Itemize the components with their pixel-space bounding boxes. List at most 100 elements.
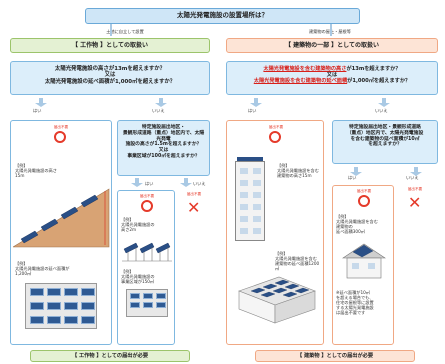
right-arrow-yes bbox=[250, 98, 262, 107]
right-result-c-x-icon: ✕ bbox=[408, 193, 422, 212]
right-b-ex1-line3: 延べ面積300㎡ bbox=[336, 229, 365, 234]
left-b-ex1-tag: 【例】 bbox=[121, 217, 134, 222]
tall-building-illustration bbox=[235, 161, 265, 241]
right-heading: 【 建築物の一部 】としての取扱い bbox=[226, 38, 438, 53]
right-q-line2: 又は bbox=[326, 72, 338, 79]
left-footer-text: 【 工作物 】としての届出が必要 bbox=[71, 353, 149, 359]
left-branch-caption: 土地に自立して設置 bbox=[106, 29, 144, 34]
right-q2-line1: 特定施設届出地区・景観形成道路 bbox=[349, 125, 421, 130]
wide-building-illustration bbox=[238, 276, 316, 324]
right-heading-text: 【 建築物の一部 】としての取扱い bbox=[285, 42, 379, 49]
left-b-ex1-line1: 太陽光発電施設の bbox=[121, 222, 155, 227]
right-q-line1: 太陽光発電施設を含む建築物の高さ bbox=[263, 66, 347, 72]
right-b-note5: は届出不要です bbox=[336, 310, 366, 315]
left-result-a-badge: 届出不要 bbox=[53, 125, 69, 129]
left-label-yes: はい bbox=[33, 108, 42, 113]
right-b-note4: する太陽光発電施設 bbox=[336, 305, 374, 310]
left-result-a-circle-icon bbox=[54, 131, 66, 143]
left-b-ex2-line2: 事業区域が150㎡ bbox=[121, 279, 155, 284]
left-q2-line5: 事業区域が100㎡を超えますか？ bbox=[127, 153, 200, 159]
house-illustration bbox=[342, 243, 386, 279]
left-heading-text: 【 工作物 】としての取扱い bbox=[72, 42, 148, 49]
right-question2-box: 特定施設届出地区・景観形成道路 （重点）地区内で、太陽光発電施設 を含む建築物の… bbox=[332, 120, 438, 164]
left-question-box: 太陽光発電施設の高さが13mを超えますか？ 又は 太陽光発電施設の延べ面積が1,… bbox=[10, 61, 210, 95]
left-a-ex1-line1: 太陽光発電施設の高さ bbox=[15, 168, 57, 173]
right-result-b-badge: 届出不要 bbox=[356, 189, 372, 193]
right-footer-text: 【 建築物 】としての届出が必要 bbox=[296, 353, 374, 359]
left-q2-arrow-no bbox=[180, 178, 192, 187]
right-a-ex2-line1: 太陽光発電施設を含む bbox=[275, 256, 317, 261]
main-question-title: 太陽光発電施設の設置場所は？ bbox=[177, 11, 268, 19]
right-q2-arrow-yes bbox=[350, 167, 362, 176]
left-q2-line1: 特定施設届出地区・ bbox=[141, 125, 186, 130]
solar-array-illustration bbox=[25, 283, 97, 329]
right-b-note2: を超える場合でも、 bbox=[336, 295, 374, 300]
left-q-line1: 太陽光発電施設の高さが13mを超えますか？ bbox=[54, 66, 166, 72]
left-q2-line4: 又は bbox=[158, 148, 169, 153]
left-q-line3: 太陽光発電施設の延べ面積が1,000㎡を超えますか？ bbox=[44, 78, 176, 85]
right-q-row1: 太陽光発電施設を含む建築物の高さが13mを超えますか？ bbox=[227, 66, 437, 72]
right-result-a-badge: 届出不要 bbox=[268, 125, 284, 129]
left-result-c-badge: 届出不要 bbox=[186, 192, 202, 196]
right-result-b: 届出不要 【例】 太陽光発電施設を含む 建築物の 延べ面積300㎡ ※延べ面積が… bbox=[332, 185, 394, 345]
slope-panels-illustration bbox=[13, 188, 110, 248]
right-branch-caption: 建築物の屋上・屋根等 bbox=[290, 29, 370, 34]
left-label-no: いいえ bbox=[152, 108, 165, 113]
left-a-ex2-line1: 太陽光発電施設の延べ面積が bbox=[15, 266, 70, 271]
right-question-box: 太陽光発電施設を含む建築物の高さが13mを超えますか？ 又は 太陽光発電施設を含… bbox=[226, 61, 438, 95]
right-a-ex2-line2: 建築物の延べ面積1200㎡ bbox=[275, 261, 320, 272]
right-result-b-circle-icon bbox=[358, 195, 370, 207]
right-b-note3: 住宅の屋根等に設置 bbox=[336, 300, 374, 305]
right-q2-arrow-no bbox=[410, 167, 422, 176]
right-b-ex1-line2: 建築物の bbox=[336, 224, 353, 229]
left-arrow-no bbox=[155, 98, 167, 107]
left-b-ex2-tag: 【例】 bbox=[121, 269, 134, 274]
right-q2-line4: を超えますか？ bbox=[368, 142, 402, 148]
left-result-b: 届出不要 【例】 太陽光発電施設の 高さ2m 【例】 太陽光発電施設の 事業区域… bbox=[117, 190, 175, 345]
left-b-ex2-line1: 太陽光発電施設の bbox=[121, 274, 155, 279]
tall-building-roof-panels bbox=[237, 157, 263, 161]
right-q-line3: 太陽光発電施設を含む建築物の延べ面積 bbox=[253, 78, 348, 85]
left-a-ex1-tag: 【例】 bbox=[15, 163, 28, 168]
right-b-ex1-line1: 太陽光発電施設を含む bbox=[336, 219, 378, 224]
left-heading: 【 工作物 】としての取扱い bbox=[10, 38, 210, 53]
right-a-ex2-tag: 【例】 bbox=[275, 251, 288, 256]
left-a-ex2-tag: 【例】 bbox=[15, 261, 28, 266]
right-b-ex1-tag: 【例】 bbox=[336, 214, 349, 219]
right-q2-label-yes: はい bbox=[348, 175, 357, 180]
right-a-ex1-tag: 【例】 bbox=[277, 163, 290, 168]
right-q2-label-no: いいえ bbox=[406, 175, 419, 180]
right-result-a-circle-icon bbox=[269, 131, 281, 143]
right-arrow-no bbox=[378, 98, 390, 107]
branch-connector-right bbox=[330, 24, 332, 36]
left-a-ex2-line2: 1,200㎡ bbox=[15, 271, 32, 276]
right-footer: 【 建築物 】としての届出が必要 bbox=[255, 350, 415, 362]
left-footer: 【 工作物 】としての届出が必要 bbox=[30, 350, 190, 362]
ground-panels-illustration bbox=[122, 242, 172, 262]
left-b-ex1-line2: 高さ2m bbox=[121, 227, 137, 232]
left-q2-line2: 景観形成道路（重点）地区内で、太陽光発電 bbox=[122, 130, 205, 142]
left-question2-box: 特定施設届出地区・ 景観形成道路（重点）地区内で、太陽光発電 施設の高さが1.5… bbox=[117, 120, 210, 176]
right-q-line3b: が1,000㎡を超えますか？ bbox=[347, 78, 411, 85]
left-result-b-badge: 届出不要 bbox=[139, 194, 155, 198]
main-question-box: 太陽光発電施設の設置場所は？ bbox=[85, 8, 360, 24]
left-q-line2: 又は bbox=[104, 72, 116, 79]
left-q2-label-no: いいえ bbox=[193, 181, 206, 186]
right-a-ex1-line1: 太陽光発電施設を含む bbox=[277, 168, 319, 173]
left-q2-label-yes: はい bbox=[145, 181, 154, 186]
right-q2-line3: を含む建築物の延べ面積が10㎡ bbox=[350, 136, 420, 142]
right-label-no: いいえ bbox=[375, 108, 388, 113]
small-array-illustration bbox=[126, 289, 168, 317]
left-q2-line3: 施設の高さが1.5mを超えますか？ bbox=[125, 142, 202, 148]
right-a-ex1-line2: 建築物の高さ15m bbox=[277, 173, 312, 178]
left-a-ex1-line2: 15m bbox=[15, 173, 25, 178]
right-result-c-badge: 届出不要 bbox=[407, 187, 423, 191]
branch-connector-left bbox=[110, 24, 112, 36]
right-q-line1b: が13mを超えますか？ bbox=[346, 66, 401, 72]
right-b-note1: ※延べ面積が10㎡ bbox=[336, 290, 370, 295]
right-q2-line2: （重点）地区内で、太陽光発電施設 bbox=[346, 130, 424, 136]
left-q2-arrow-yes bbox=[131, 178, 143, 187]
right-result-a: 届出不要 【例】 太陽光発電施設を含む 建築物の高さ15m 【例】 太陽光発電施… bbox=[226, 120, 324, 345]
left-result-a: 届出不要 【例】 太陽光発電施設の高さ 15m 【例】 太陽光発電施設の延べ面積… bbox=[10, 120, 112, 345]
left-result-b-circle-icon bbox=[141, 200, 153, 212]
